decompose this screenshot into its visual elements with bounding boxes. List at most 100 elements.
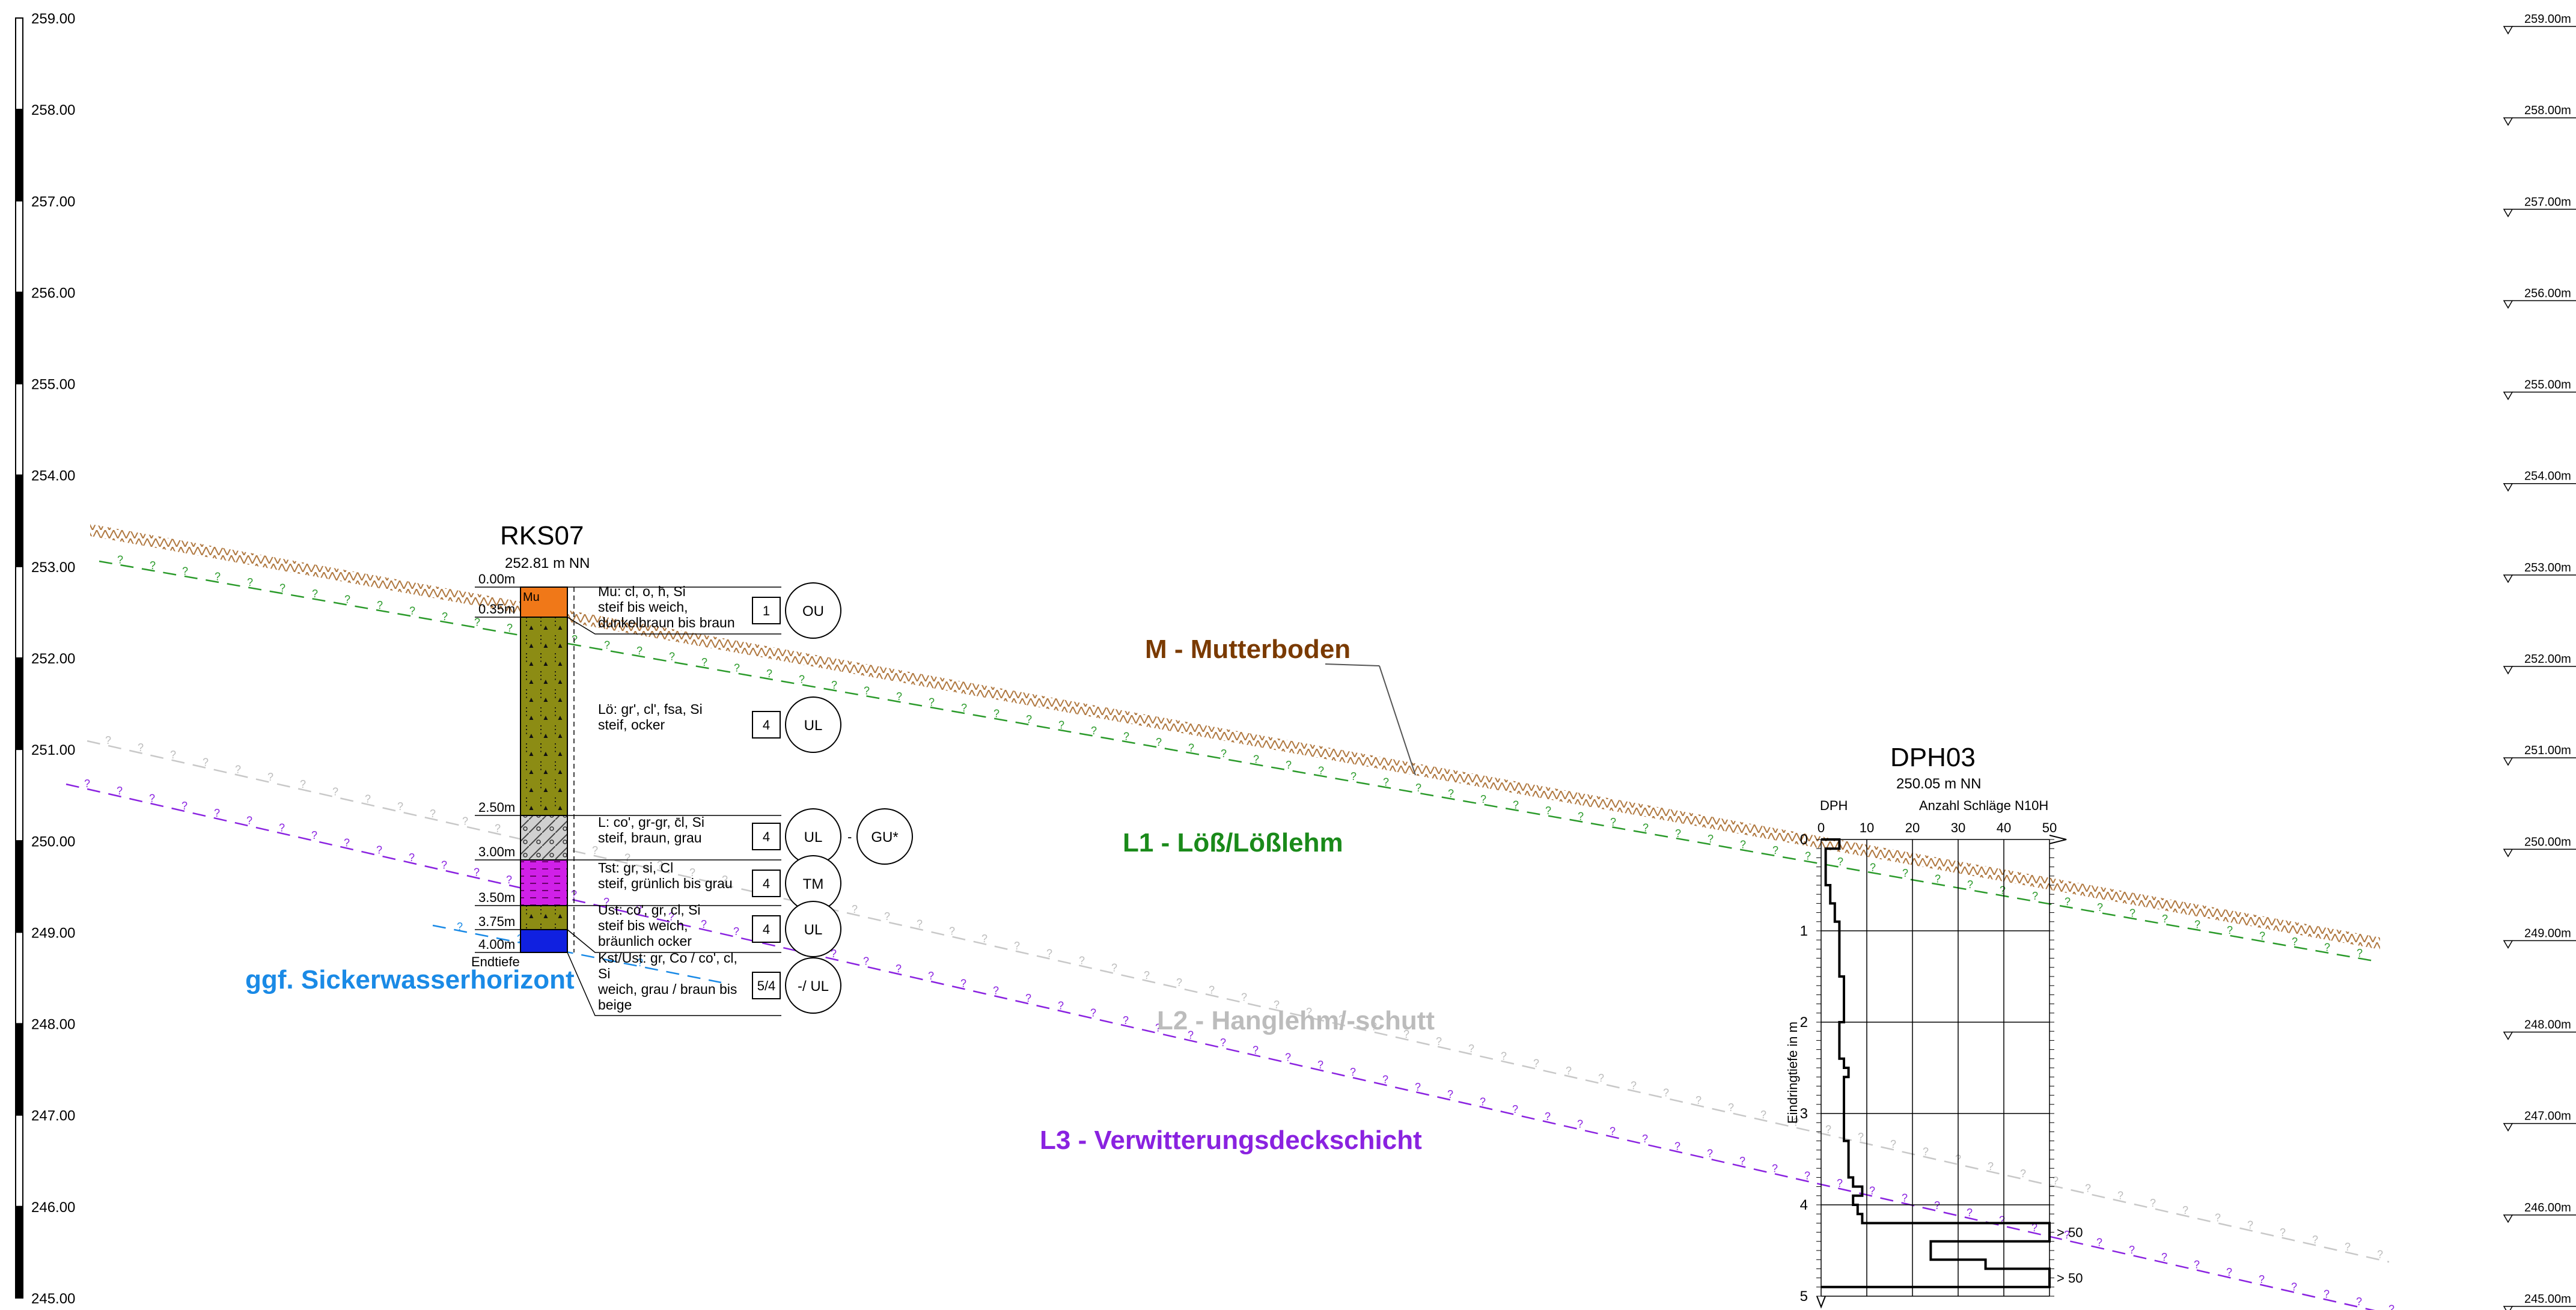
uncertainty-mark: ?	[689, 867, 695, 879]
mutterboden-band	[90, 524, 2380, 949]
uncertainty-mark: ?	[2117, 1190, 2123, 1202]
rks07-description-text: Mu: cl, o, h̄, Si	[598, 583, 686, 599]
rks07-description-text: Tst: gr, si, Cl	[598, 860, 673, 876]
rks07-description-text: steif bis weich,	[598, 918, 688, 933]
uncertainty-mark: ?	[150, 559, 156, 571]
uncertainty-mark: ?	[734, 662, 740, 674]
uncertainty-mark: ?	[203, 756, 209, 768]
uncertainty-mark: ?	[441, 859, 447, 871]
uncertainty-mark: ?	[1156, 736, 1162, 748]
uncertainty-mark: ?	[1480, 1095, 1486, 1107]
uncertainty-mark: ?	[1220, 1037, 1226, 1049]
uncertainty-mark: ?	[2292, 936, 2298, 948]
uncertainty-mark: ?	[2097, 901, 2103, 913]
uncertainty-mark: ?	[799, 674, 805, 686]
uncertainty-mark: ?	[993, 707, 1000, 719]
level-marker-icon	[2503, 1031, 2513, 1041]
uncertainty-mark: ?	[2291, 1281, 2297, 1293]
rks07-soil-group-label: UL	[804, 829, 823, 845]
level-marker-icon	[2503, 300, 2513, 309]
uncertainty-mark: ?	[636, 645, 642, 657]
uncertainty-mark: ?	[170, 749, 176, 761]
uncertainty-mark: ?	[852, 903, 858, 915]
rks07-description-text: steif bis weich,	[598, 599, 688, 615]
uncertainty-mark: ?	[2226, 1266, 2232, 1278]
uncertainty-mark: ?	[1382, 1074, 1388, 1086]
uncertainty-mark: ?	[2161, 1251, 2167, 1263]
dph03-axis-title: Anzahl Schläge N10H	[1919, 798, 2048, 813]
dph03-x-tick: 20	[1905, 820, 1920, 835]
rks07-num: 4	[763, 922, 770, 937]
uncertainty-mark: ?	[1825, 1124, 1831, 1136]
uncertainty-mark: ?	[1890, 1138, 1896, 1150]
uncertainty-mark: ?	[1728, 1101, 1734, 1114]
uncertainty-mark: ?	[311, 829, 317, 841]
rks07-end-label: Endtiefe	[471, 954, 520, 969]
rks07-depth-0: 0.00m	[478, 571, 515, 586]
ruler-tick-label: 255.00	[31, 377, 75, 393]
uncertainty-mark: ?	[430, 808, 436, 820]
uncertainty-mark: ?	[669, 651, 675, 663]
uncertainty-mark: ?	[1858, 1131, 1864, 1143]
uncertainty-mark: ?	[592, 844, 598, 856]
uncertainty-mark: ?	[397, 800, 403, 812]
uncertainty-mark: ?	[1675, 827, 1681, 839]
uncertainty-mark: ?	[1760, 1109, 1766, 1121]
level-marker-icon	[2503, 757, 2513, 766]
uncertainty-mark: ?	[733, 925, 739, 937]
ruler-tick-label: 248.00	[31, 1017, 75, 1033]
right-tick-label: 256.00m	[2524, 287, 2571, 300]
uncertainty-mark: ?	[1501, 1050, 1507, 1062]
uncertainty-mark: ?	[1934, 1199, 1940, 1211]
uncertainty-mark: ?	[377, 599, 383, 611]
uncertainty-mark: ?	[2356, 1296, 2362, 1308]
rks07-title: RKS07	[500, 521, 584, 550]
uncertainty-mark: ?	[376, 844, 382, 856]
rks07-description-text: Si	[598, 966, 610, 981]
uncertainty-mark: ?	[1317, 1059, 1323, 1071]
uncertainty-mark: ?	[929, 696, 935, 708]
uncertainty-mark: ?	[1188, 742, 1194, 754]
ruler-segment	[15, 931, 23, 1025]
uncertainty-mark: ?	[2085, 1182, 2091, 1194]
uncertainty-mark: ?	[981, 933, 987, 945]
dph03-depth-arrow-icon	[1816, 1296, 1826, 1309]
dph03-over-label: > 50	[2057, 1271, 2083, 1286]
uncertainty-mark: ?	[2259, 1273, 2265, 1285]
uncertainty-mark: ?	[1967, 879, 1973, 891]
layer-label-l3: L3 - Verwitterungsdeckschicht	[1040, 1126, 1422, 1155]
uncertainty-mark: ?	[1241, 992, 1247, 1004]
rks07-description-text: beige	[598, 997, 632, 1013]
uncertainty-mark: ?	[1837, 856, 1843, 868]
rks07-depth-labels: 0.00m 0.35m 2.50m 3.00m 3.50m 3.75m 4.00…	[471, 571, 520, 969]
mutterboden-leader-2	[1379, 665, 1416, 776]
ruler-tick-label: 258.00	[31, 102, 75, 118]
uncertainty-mark: ?	[1988, 1160, 1994, 1172]
uncertainty-mark: ?	[896, 690, 902, 702]
uncertainty-mark: ?	[1610, 1126, 1616, 1138]
uncertainty-mark: ?	[214, 807, 220, 819]
rks07-soil-group-2	[856, 808, 913, 865]
borehole-rks07: RKS07 252.81 m NN Mu 0.00m 0.35m 2.50m 3…	[471, 521, 913, 1016]
rks07-num: 4	[763, 876, 770, 891]
ruler-segment	[15, 383, 23, 476]
ruler-segment	[15, 291, 23, 385]
dph03-blow-curve	[1821, 838, 2051, 1288]
uncertainty-mark: ?	[1286, 759, 1292, 771]
dph03-over-label: > 50	[2057, 1225, 2083, 1240]
ruler-tick-label: 246.00	[31, 1199, 75, 1216]
right-tick-label: 259.00m	[2524, 13, 2571, 26]
l2-boundary-line	[87, 740, 2390, 1263]
uncertainty-mark: ?	[2129, 1244, 2135, 1256]
uncertainty-mark: ?	[2227, 924, 2233, 936]
uncertainty-mark: ?	[572, 633, 578, 645]
rks07-layer-kst	[520, 929, 568, 953]
uncertainty-mark: ?	[1155, 1022, 1161, 1034]
rks07-elevation: 252.81 m NN	[505, 555, 590, 571]
right-tick-label: 249.00m	[2524, 927, 2571, 940]
uncertainty-mark: ?	[409, 851, 415, 864]
rks07-description-text: steif, grünlich bis grau	[598, 876, 733, 891]
uncertainty-mark: ?	[1967, 1207, 1973, 1219]
uncertainty-mark: ?	[495, 822, 501, 834]
